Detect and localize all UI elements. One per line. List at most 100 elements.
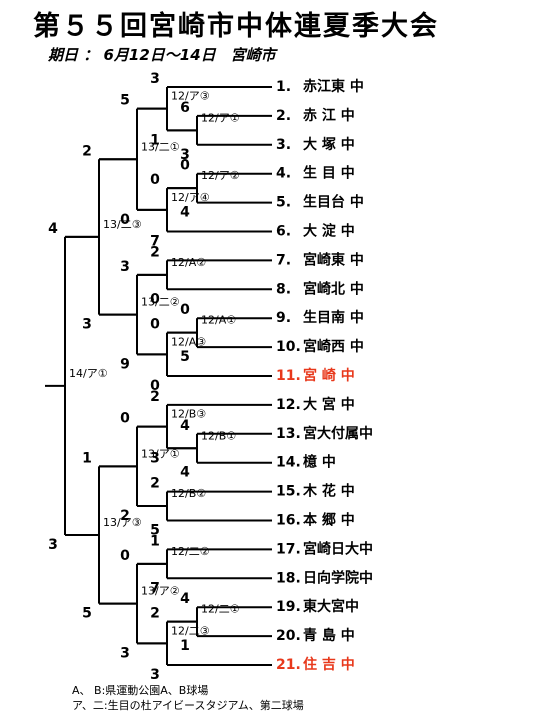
- score-bottom: 4: [180, 205, 190, 221]
- team-number: 4.: [276, 166, 291, 182]
- team-number: 5.: [276, 195, 291, 211]
- team-number: 1.: [276, 79, 291, 95]
- score-bottom: 5: [82, 606, 92, 622]
- score-bottom: 2: [120, 508, 130, 524]
- score-top: 2: [150, 389, 160, 405]
- score-bottom: 5: [150, 523, 160, 539]
- game-label: 12/A①: [201, 314, 236, 327]
- team-number: 8.: [276, 281, 291, 297]
- team-name: 宮大付属中: [303, 425, 373, 442]
- score-top: 4: [180, 591, 190, 607]
- game-label: 13/ア①: [141, 447, 180, 460]
- score-top: 0: [180, 158, 190, 174]
- team-name: 生目南 中: [303, 309, 364, 326]
- game-label: 12/ア④: [171, 191, 210, 204]
- score-top: 5: [120, 93, 130, 109]
- score-bottom: 9: [120, 356, 130, 372]
- score-bottom: 3: [180, 147, 190, 163]
- score-bottom: 1: [150, 132, 160, 148]
- score-top: 0: [150, 317, 160, 333]
- score-bottom: 0: [120, 212, 130, 228]
- game-label: 13/二③: [103, 218, 142, 231]
- game-label: 12/B①: [201, 429, 236, 442]
- score-top: 2: [150, 606, 160, 622]
- score-bottom: 3: [150, 450, 160, 466]
- team-number: 9.: [276, 310, 291, 326]
- team-number: 13.: [276, 426, 301, 442]
- game-label: 14/ア①: [69, 367, 108, 380]
- score-bottom: 3: [82, 317, 92, 333]
- team-number: 17.: [276, 541, 301, 557]
- score-top: 4: [180, 418, 190, 434]
- score-top: 0: [150, 172, 160, 188]
- score-top: 0: [120, 548, 130, 564]
- team-name: 住 吉 中: [303, 656, 355, 673]
- team-name: 赤江東 中: [303, 78, 364, 95]
- team-number: 7.: [276, 252, 291, 268]
- team-name: 宮崎北 中: [303, 280, 364, 297]
- score-top: 1: [82, 450, 92, 466]
- score-bottom: 1: [180, 638, 190, 654]
- score-top: 0: [120, 411, 130, 427]
- game-label: 12/A③: [171, 335, 206, 348]
- score-bottom: 3: [120, 645, 130, 661]
- team-name: 大 宮 中: [303, 396, 355, 413]
- score-bottom: 3: [150, 667, 160, 683]
- score-top: 3: [120, 259, 130, 275]
- score-bottom: 5: [180, 349, 190, 365]
- team-name: 生 目 中: [303, 165, 355, 182]
- team-number: 12.: [276, 397, 301, 413]
- score-bottom: 0: [150, 378, 160, 394]
- score-top: 3: [150, 71, 160, 87]
- game-label: 12/ア②: [201, 169, 240, 182]
- team-name: 檍 中: [303, 454, 336, 471]
- team-number: 6.: [276, 224, 291, 240]
- team-number: 3.: [276, 137, 291, 153]
- score-top: 2: [82, 143, 92, 159]
- game-label: 12/B②: [171, 487, 206, 500]
- team-number: 18.: [276, 570, 301, 586]
- team-name: 生目台 中: [303, 194, 364, 211]
- game-label: 12/ア③: [171, 90, 210, 103]
- score-top: 1: [150, 533, 160, 549]
- team-number: 19.: [276, 599, 301, 615]
- game-label: 12/二③: [171, 624, 210, 637]
- score-bottom: 0: [150, 291, 160, 307]
- team-name: 赤 江 中: [303, 107, 355, 124]
- team-name: 宮 崎 中: [303, 367, 355, 384]
- team-name: 青 島 中: [303, 627, 355, 644]
- team-number: 21.: [276, 657, 301, 673]
- team-name: 大 淀 中: [303, 223, 355, 240]
- score-top: 6: [180, 100, 190, 116]
- game-label: 12/二②: [171, 545, 210, 558]
- team-number: 2.: [276, 108, 291, 124]
- game-label: 12/A②: [171, 256, 206, 269]
- team-number: 20.: [276, 628, 301, 644]
- score-top: 2: [150, 244, 160, 260]
- team-name: 宮崎東 中: [303, 251, 364, 268]
- score-top: 0: [180, 302, 190, 318]
- team-name: 大 塚 中: [303, 136, 355, 153]
- team-number: 15.: [276, 484, 301, 500]
- team-number: 10.: [276, 339, 301, 355]
- game-label: 13/ア③: [103, 516, 142, 529]
- team-number: 16.: [276, 513, 301, 529]
- game-label: 13/ア②: [141, 585, 180, 598]
- page-title: 第５５回宮崎市中体連夏季大会: [33, 11, 439, 42]
- team-name: 木 花 中: [302, 483, 355, 500]
- game-label: 13/二②: [141, 296, 180, 309]
- team-name: 東大宮中: [303, 598, 359, 615]
- game-label: 12/B③: [171, 408, 206, 421]
- footnote-venue-a-b: A、 B:県運動公園A、B球場: [72, 684, 209, 697]
- team-number: 14.: [276, 455, 301, 471]
- team-name: 宮崎西 中: [303, 338, 364, 355]
- footnote-venue-a-ni: ア、二:生目の杜アイビースタジアム、第二球場: [72, 699, 304, 712]
- team-number: 11.: [276, 368, 301, 384]
- score-top: 4: [48, 221, 58, 237]
- score-bottom: 7: [150, 234, 160, 250]
- date-venue-subtitle: 期日 ： 6月12日～14日 宮崎市: [48, 46, 276, 64]
- score-bottom: 3: [48, 537, 58, 553]
- team-name: 日向学院中: [303, 569, 373, 586]
